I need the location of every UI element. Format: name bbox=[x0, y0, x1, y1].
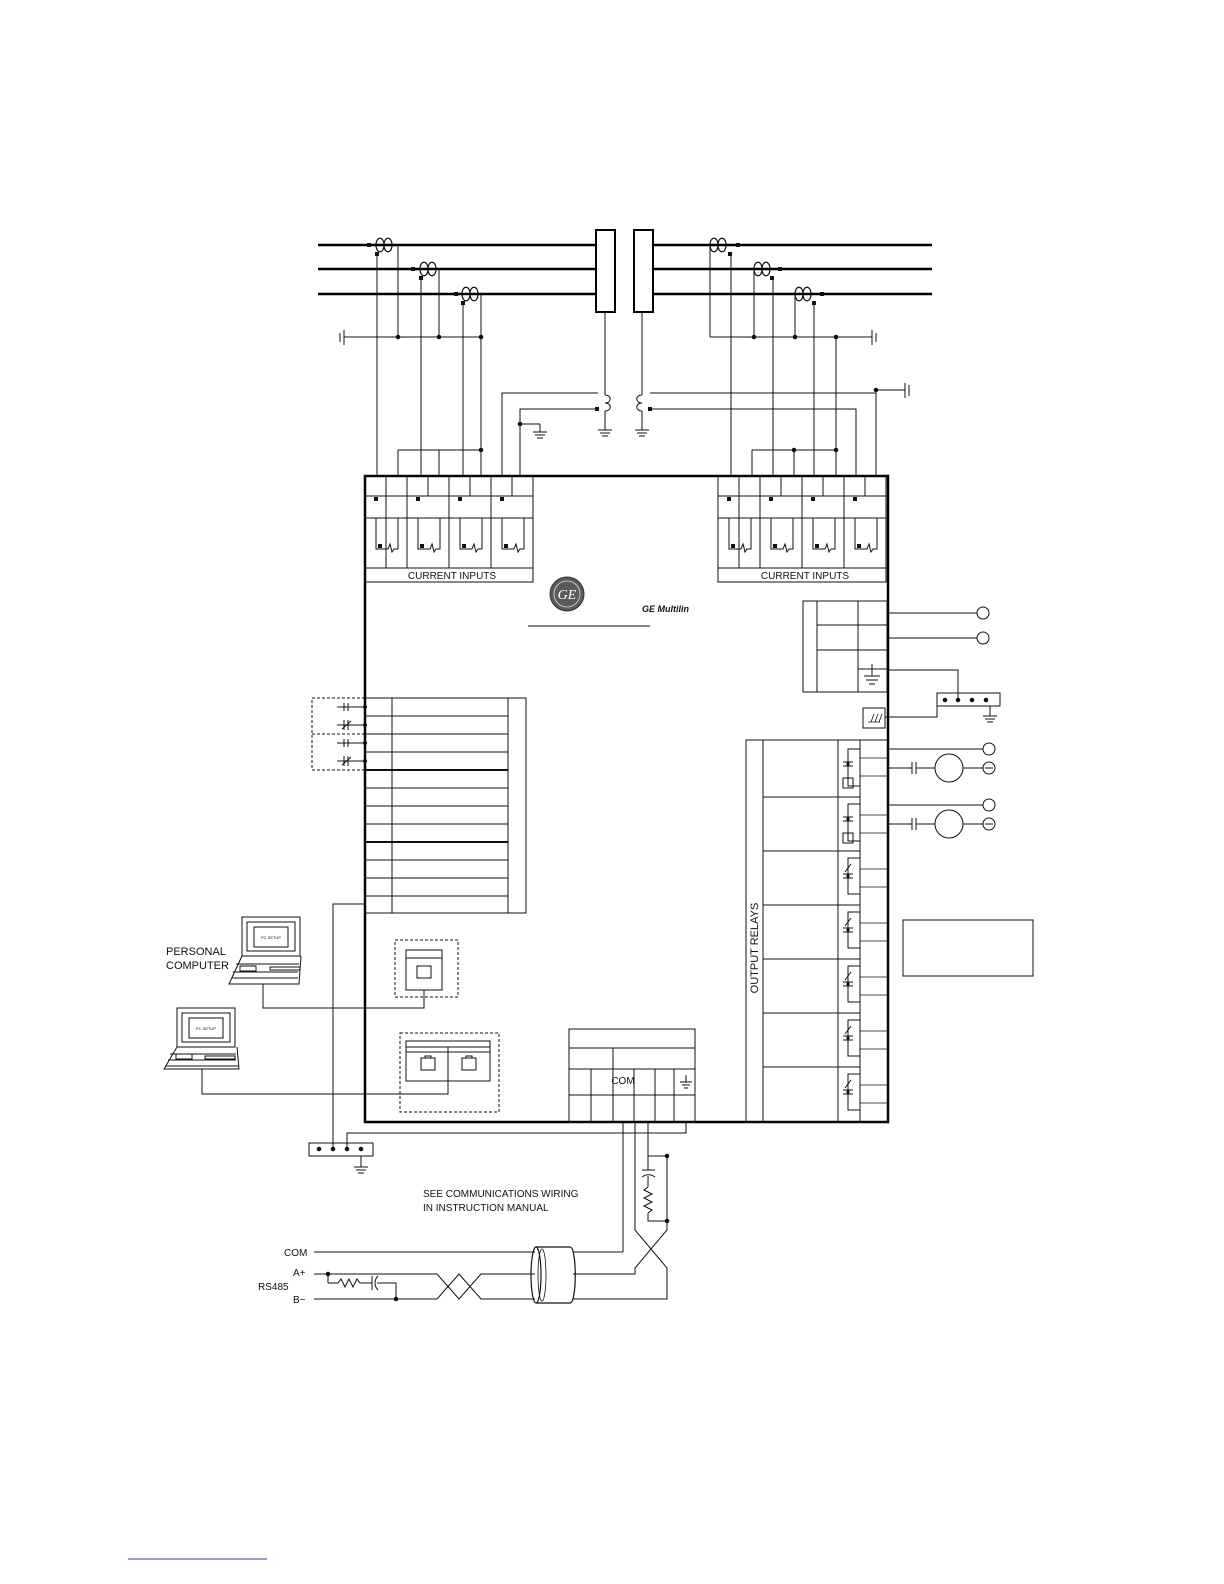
comm-note-line2: IN INSTRUCTION MANUAL bbox=[423, 1203, 549, 1214]
brand-name: GE Multilin bbox=[642, 604, 689, 614]
personal-computer-label-line2: COMPUTER bbox=[166, 960, 229, 972]
pc-screen-text-2: PC SETUP bbox=[196, 1026, 216, 1031]
comms-terminal-block: COM bbox=[569, 1029, 695, 1122]
right-current-inputs-label: CURRENT INPUTS bbox=[761, 571, 849, 582]
rs485-a-label: A+ bbox=[293, 1268, 306, 1279]
digital-inputs-block bbox=[365, 698, 526, 913]
svg-text:GE: GE bbox=[558, 588, 577, 603]
pc-cable-front bbox=[263, 984, 424, 1008]
com-terminal-label: COM bbox=[611, 1076, 634, 1087]
cable-shield bbox=[531, 1247, 575, 1303]
pc-screen-text-1: PC SETUP bbox=[261, 935, 281, 940]
filter-ground-icon bbox=[863, 708, 885, 728]
rs485-b-label: B− bbox=[293, 1295, 306, 1306]
comm-note-line1: SEE COMMUNICATIONS WIRING bbox=[423, 1189, 579, 1200]
right-current-inputs-block: CURRENT INPUTS bbox=[718, 476, 886, 582]
auxiliary-contacts bbox=[312, 698, 367, 770]
personal-computer-label-line1: PERSONAL bbox=[166, 946, 226, 958]
left-current-inputs-label: CURRENT INPUTS bbox=[408, 571, 496, 582]
ge-logo-icon: GE bbox=[550, 577, 584, 611]
rs485-com-label: COM bbox=[284, 1248, 307, 1259]
trip-circuits bbox=[888, 743, 995, 838]
left-ct-wiring bbox=[340, 245, 483, 476]
power-supply-block bbox=[803, 601, 887, 728]
note-box bbox=[903, 920, 1033, 976]
ethernet-ports bbox=[400, 1033, 499, 1112]
laptop-icon-2: PC SETUP bbox=[164, 1008, 239, 1069]
protected-equipment bbox=[596, 230, 653, 312]
output-relays-label: OUTPUT RELAYS bbox=[749, 903, 761, 994]
output-relays-block: OUTPUT RELAYS bbox=[746, 740, 888, 1122]
laptop-icon-1: PC SETUP bbox=[229, 917, 301, 984]
ground-icon bbox=[680, 1075, 692, 1088]
right-ct-wiring bbox=[710, 245, 876, 476]
power-bus-lines bbox=[318, 245, 932, 294]
front-port bbox=[395, 940, 458, 997]
ground-icon bbox=[864, 664, 880, 684]
rs485-label: RS485 bbox=[258, 1282, 289, 1293]
left-current-inputs-block: CURRENT INPUTS bbox=[365, 476, 533, 582]
